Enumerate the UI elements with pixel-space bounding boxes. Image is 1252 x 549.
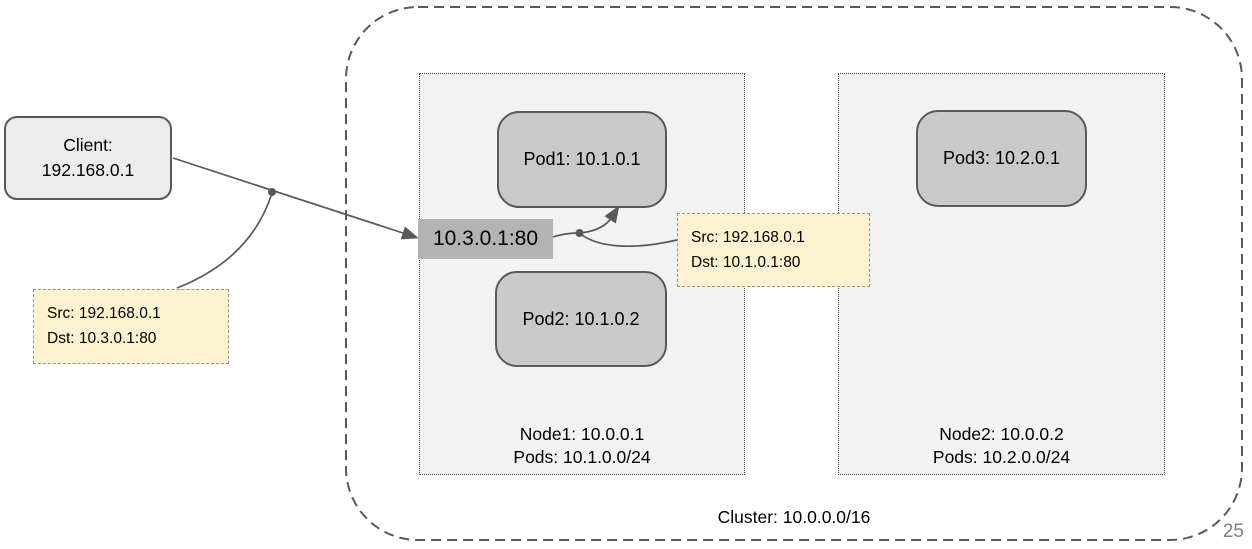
slide-page-number: 25 (1222, 521, 1244, 542)
pod3-box: Pod3: 10.2.0.1 (916, 110, 1087, 207)
packet-dst: Dst: 10.3.0.1:80 (47, 330, 157, 347)
client-name: Client: (63, 135, 113, 155)
packet-note-outside: Src: 192.168.0.1 Dst: 10.3.0.1:80 (33, 289, 229, 364)
node1-ip: Node1: 10.0.0.1 (519, 424, 645, 444)
packet-dst: Dst: 10.1.0.1:80 (691, 254, 801, 271)
pod2-label: Pod2: 10.1.0.2 (522, 308, 640, 329)
note-outside-callout-curve (176, 192, 273, 289)
packet-note-inside: Src: 192.168.0.1 Dst: 10.1.0.1:80 (677, 213, 870, 287)
pod3-label: Pod3: 10.2.0.1 (942, 148, 1061, 168)
pod1-label: Pod1: 10.1.0.1 (523, 149, 641, 169)
node1-pod-cidr: Pods: 10.1.0.0/24 (513, 447, 651, 467)
junction-dot-outside (268, 188, 276, 196)
pod2-box: Pod2: 10.1.0.2 (495, 271, 667, 367)
node1-label: Node1: 10.0.0.1 Pods: 10.1.0.0/24 (420, 423, 744, 469)
pod1-box: Pod1: 10.1.0.1 (497, 111, 667, 208)
service-vip-label: 10.3.0.1:80 (432, 227, 539, 250)
client-box: Client: 192.168.0.1 (4, 116, 172, 200)
node2-ip: Node2: 10.0.0.2 (939, 424, 1064, 444)
client-to-service-arrow (172, 157, 419, 240)
packet-src: Src: 192.168.0.1 (47, 305, 161, 322)
node2-pod-cidr: Pods: 10.2.0.0/24 (932, 447, 1071, 467)
client-ip: 192.168.0.1 (41, 160, 135, 180)
packet-src: Src: 192.168.0.1 (691, 229, 805, 246)
service-vip-box: 10.3.0.1:80 (418, 219, 553, 259)
cluster-label: Cluster: 10.0.0.0/16 (717, 507, 871, 527)
node2-label: Node2: 10.0.0.2 Pods: 10.2.0.0/24 (839, 423, 1164, 469)
